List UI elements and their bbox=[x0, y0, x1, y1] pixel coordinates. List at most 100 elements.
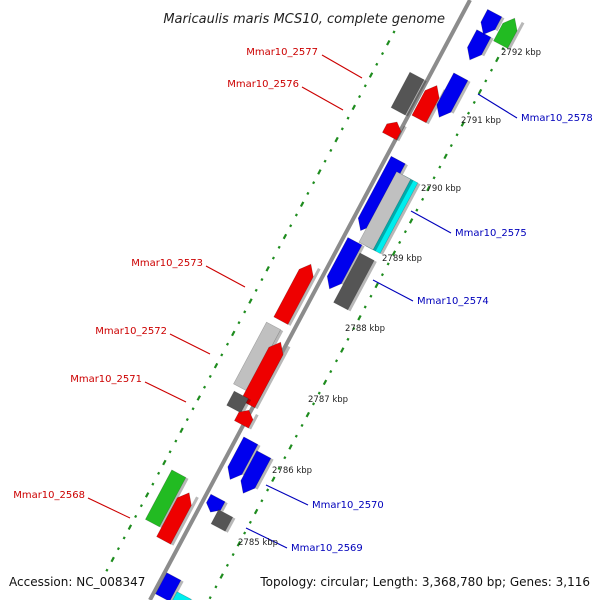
gene-arrow-top[interactable] bbox=[467, 29, 494, 61]
scale-tick-right bbox=[489, 68, 494, 72]
gene-label-mmar10-2577[interactable]: Mmar10_2577 bbox=[246, 47, 318, 58]
scale-tick-right bbox=[277, 466, 281, 471]
scale-label-2792: 2792 kbp bbox=[501, 48, 541, 58]
scale-tick-right bbox=[260, 499, 264, 503]
scale-tick-left bbox=[306, 191, 310, 196]
gene-label-mmar10-2572[interactable]: Mmar10_2572 bbox=[95, 326, 167, 337]
scale-tick-left bbox=[386, 39, 391, 46]
scale-tick-right bbox=[266, 488, 270, 492]
gene-block-mmar10-2571[interactable] bbox=[226, 390, 251, 415]
scale-tick-left bbox=[105, 568, 109, 572]
scale-tick-left bbox=[134, 514, 138, 518]
scale-label-2785: 2785 kbp bbox=[238, 538, 278, 548]
scale-tick-right bbox=[248, 520, 252, 524]
gene-block-mmar10-2577[interactable] bbox=[390, 71, 427, 117]
leader-mmar10-2571 bbox=[144, 381, 187, 403]
scale-tick-right bbox=[329, 370, 333, 374]
gene-arrow-top-green[interactable] bbox=[493, 17, 525, 50]
gene-arrow-red-2572[interactable] bbox=[240, 341, 291, 410]
scale-tick-right bbox=[426, 185, 431, 192]
scale-tick-right bbox=[305, 411, 310, 418]
scale-tick-left bbox=[329, 148, 333, 152]
gene-arrow-mmar10-2573[interactable] bbox=[273, 263, 321, 326]
scale-tick-left bbox=[248, 298, 253, 304]
scale-tick-right bbox=[340, 347, 345, 353]
scale-tick-right bbox=[415, 208, 419, 212]
gene-label-mmar10-2574[interactable]: Mmar10_2574 bbox=[417, 296, 489, 307]
gene-label-mmar10-2575[interactable]: Mmar10_2575 bbox=[455, 228, 527, 239]
scale-tick-left bbox=[289, 224, 293, 228]
scale-tick-left bbox=[225, 342, 230, 346]
gene-arrow-mmar10-2570[interactable] bbox=[227, 436, 261, 480]
scale-tick-right bbox=[432, 176, 436, 180]
scale-tick-right bbox=[438, 165, 442, 169]
gene-arrow-top2[interactable] bbox=[480, 8, 505, 35]
scale-label-2788: 2788 kbp bbox=[345, 324, 385, 334]
gene-features bbox=[144, 8, 525, 600]
scale-tick-right bbox=[421, 197, 425, 201]
scale-tick-left bbox=[231, 330, 236, 337]
gene-label-mmar10-2568[interactable]: Mmar10_2568 bbox=[13, 490, 85, 501]
gene-arrow-mmar10-2568[interactable] bbox=[156, 492, 199, 546]
scale-tick-right bbox=[253, 508, 259, 515]
scale-tick-right bbox=[322, 379, 328, 386]
gene-label-mmar10-2578[interactable]: Mmar10_2578 bbox=[521, 113, 593, 124]
leader-mmar10-2576 bbox=[301, 86, 344, 111]
scale-tick-right bbox=[501, 47, 505, 51]
scale-tick-right bbox=[374, 282, 379, 289]
scale-tick-right bbox=[357, 314, 362, 321]
scale-tick-left bbox=[151, 482, 155, 486]
gene-arrow-blue-2570b[interactable] bbox=[240, 450, 274, 494]
gene-label-mmar10-2569[interactable]: Mmar10_2569 bbox=[291, 543, 363, 554]
leader-mmar10-2569 bbox=[245, 527, 288, 549]
gene-label-mmar10-2571[interactable]: Mmar10_2571 bbox=[70, 374, 142, 385]
leader-mmar10-2572 bbox=[169, 333, 211, 355]
scale-tick-right bbox=[449, 143, 453, 148]
scale-tick-left bbox=[157, 471, 161, 475]
scale-tick-right bbox=[219, 573, 224, 579]
scale-tick-right bbox=[294, 434, 298, 438]
gene-arrow-mmar10-2574[interactable] bbox=[326, 237, 365, 290]
gene-block-gray-2574[interactable] bbox=[333, 252, 377, 312]
topology-text: Topology: circular; Length: 3,368,780 bp… bbox=[259, 575, 590, 589]
map-title: Maricaulis maris MCS10, complete genome bbox=[163, 12, 445, 27]
scale-tick-left bbox=[179, 427, 184, 434]
gene-block-bottom-blue[interactable] bbox=[155, 572, 184, 600]
scale-tick-right bbox=[386, 262, 390, 266]
scale-tick-right bbox=[317, 391, 321, 395]
scale-tick-left bbox=[351, 104, 357, 111]
scale-tick-left bbox=[174, 439, 178, 443]
scale-tick-right bbox=[495, 56, 500, 63]
scale-tick-left bbox=[185, 417, 189, 422]
scale-tick-left bbox=[312, 181, 316, 185]
scale-label-2786: 2786 kbp bbox=[272, 466, 312, 476]
gene-arrow-mmar10-2578[interactable] bbox=[436, 72, 471, 118]
scale-tick-right bbox=[380, 273, 384, 277]
gene-label-mmar10-2576[interactable]: Mmar10_2576 bbox=[227, 79, 299, 90]
scale-tick-left bbox=[299, 201, 305, 208]
scale-tick-left bbox=[317, 169, 322, 175]
scale-tick-left bbox=[213, 362, 219, 369]
dotted-guide-lines bbox=[105, 30, 511, 600]
scale-tick-left bbox=[294, 213, 298, 217]
gene-arrow-mmar10-2569[interactable] bbox=[206, 493, 228, 513]
scale-tick-right bbox=[403, 230, 407, 234]
gene-arrow-mmar10-2571[interactable] bbox=[233, 409, 259, 430]
scale-tick-right bbox=[398, 240, 402, 244]
scale-tick-left bbox=[208, 374, 212, 379]
gene-label-mmar10-2570[interactable]: Mmar10_2570 bbox=[312, 500, 384, 511]
gene-arrow-small[interactable] bbox=[381, 121, 407, 142]
scale-tick-left bbox=[191, 407, 195, 411]
gene-block-lightgray-2575[interactable] bbox=[358, 171, 414, 252]
scale-tick-left bbox=[237, 321, 241, 325]
gene-block-mmar10-2568[interactable] bbox=[144, 469, 189, 529]
gene-label-mmar10-2573[interactable]: Mmar10_2573 bbox=[131, 258, 203, 269]
scale-tick-left bbox=[122, 536, 126, 540]
scale-tick-left bbox=[358, 95, 362, 99]
scale-tick-right bbox=[214, 585, 218, 589]
scale-tick-right bbox=[231, 553, 235, 557]
scale-tick-right bbox=[472, 100, 476, 105]
scale-label-2791: 2791 kbp bbox=[461, 116, 501, 126]
gene-block-gray-2569[interactable] bbox=[210, 509, 236, 533]
